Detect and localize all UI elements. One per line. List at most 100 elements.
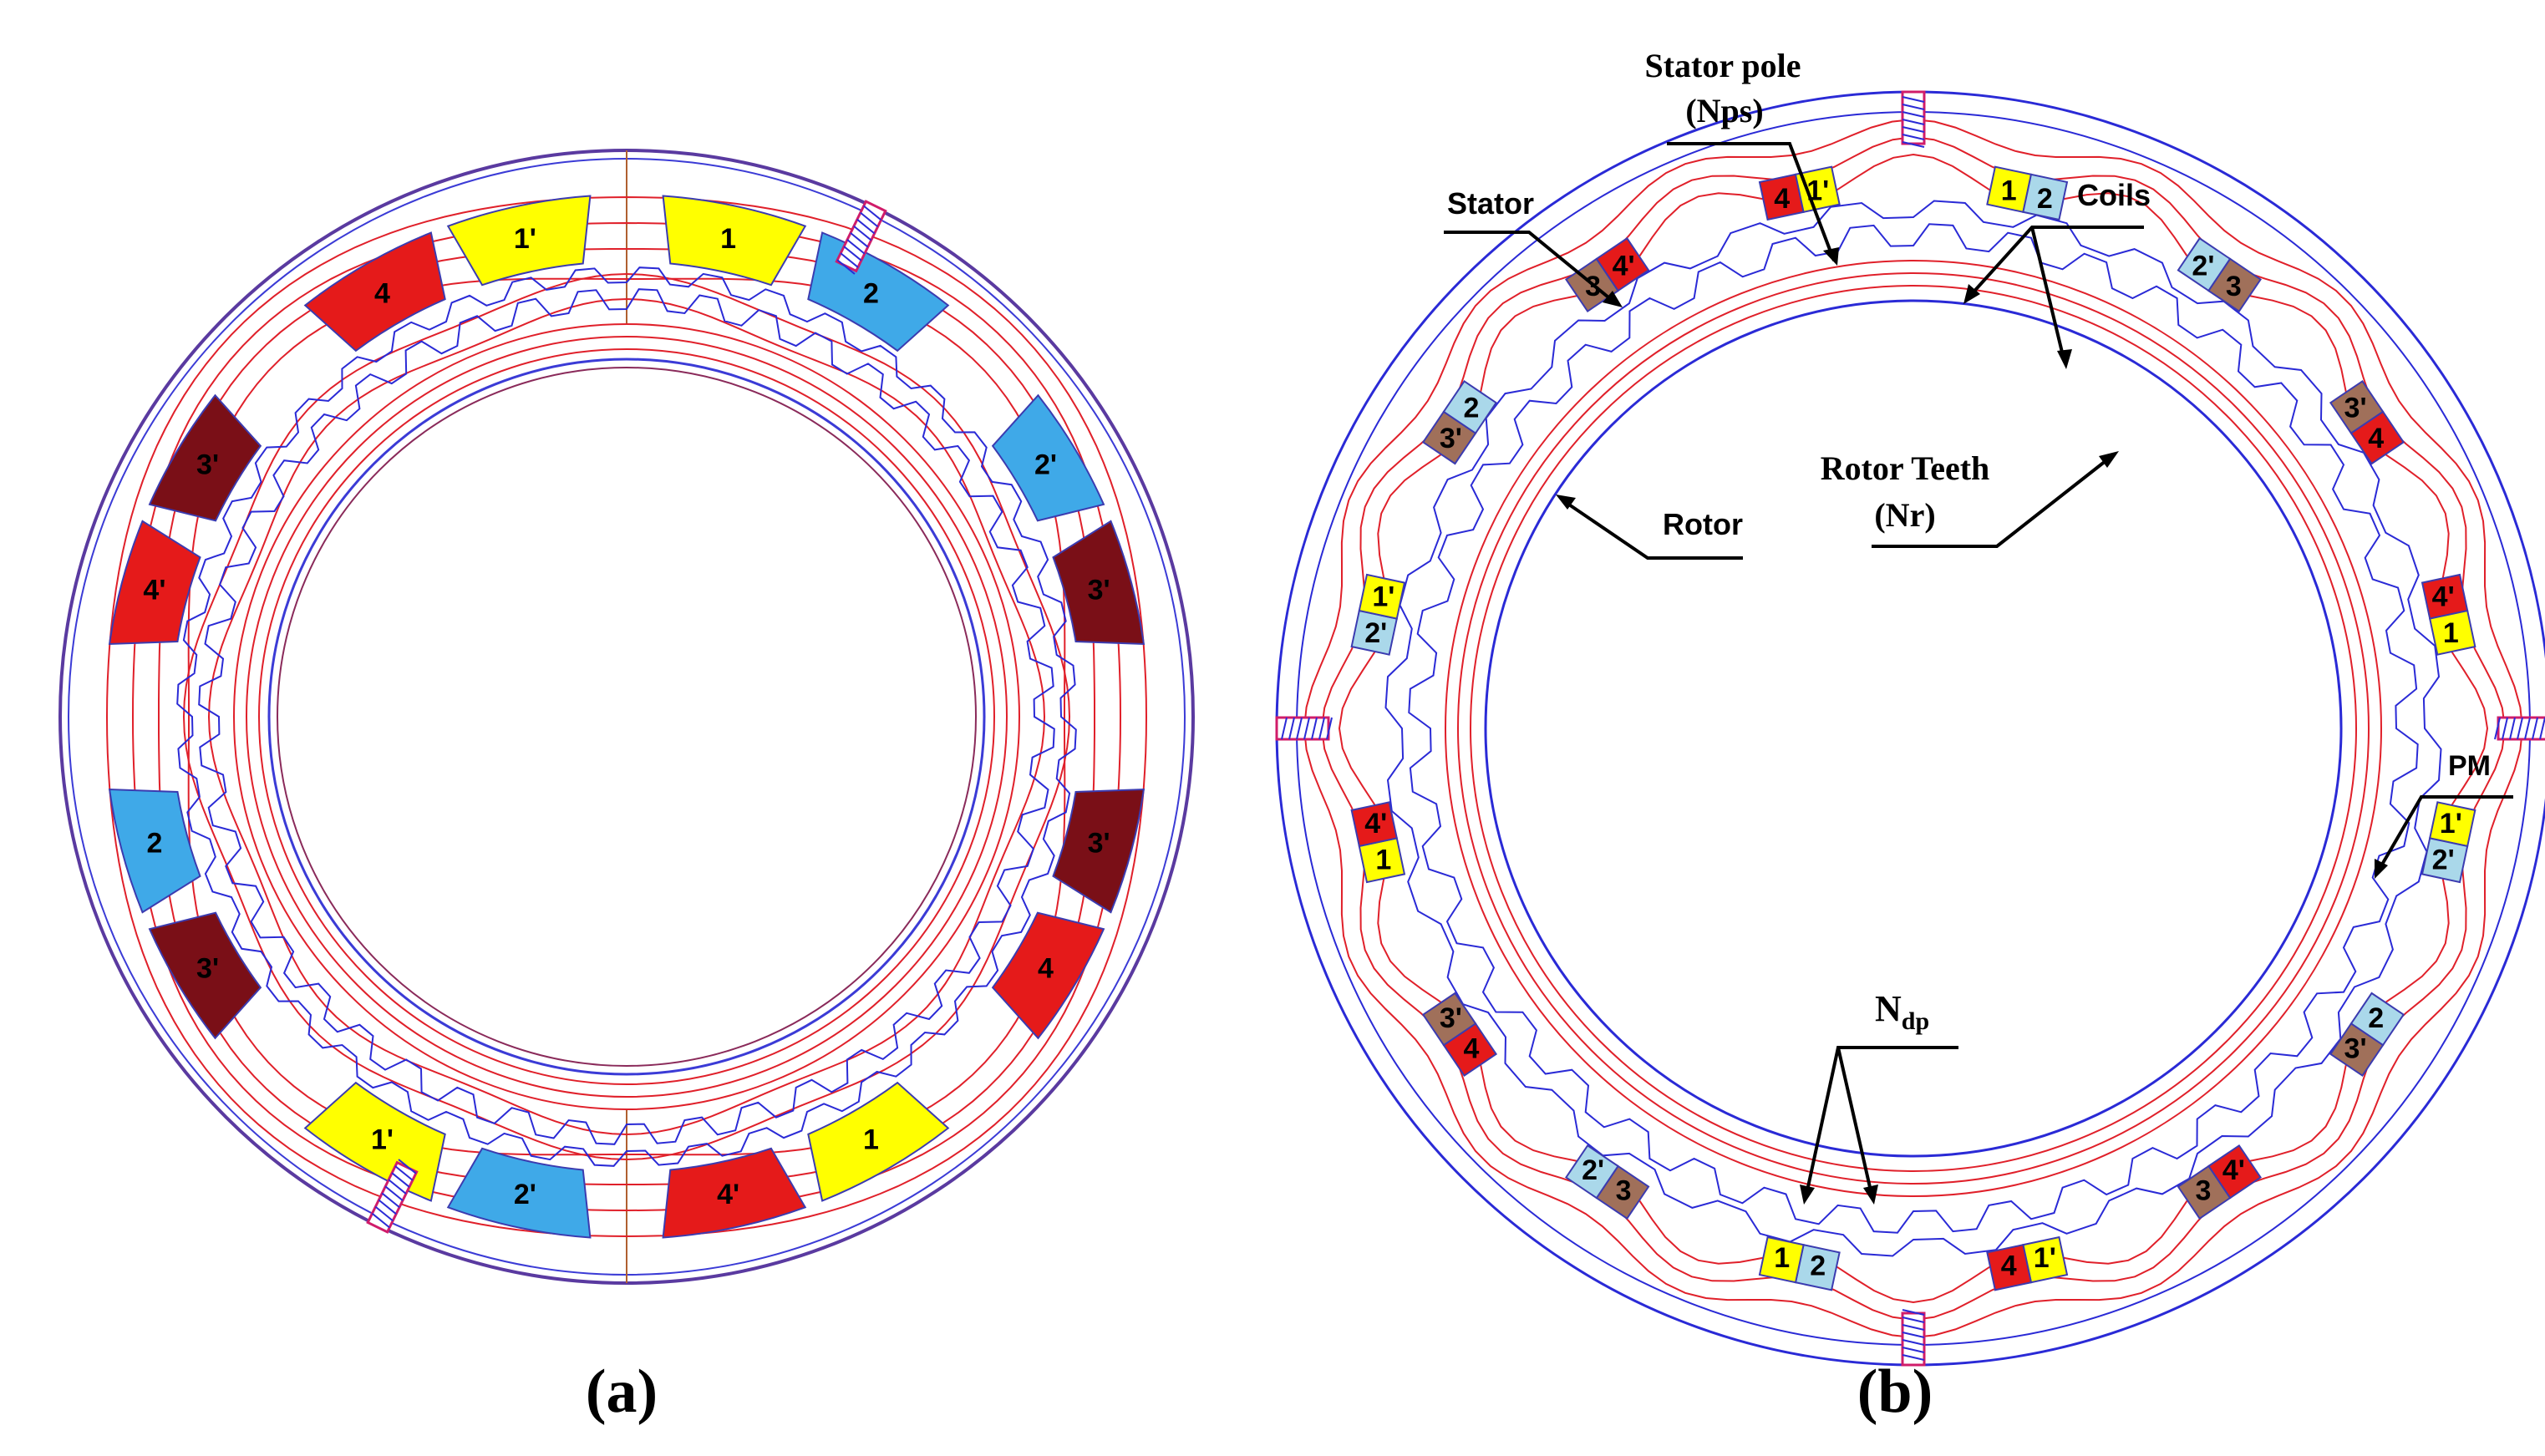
coil-b-4-label-a: 4' (2432, 581, 2455, 613)
coil-a-label-13: 2 (146, 827, 162, 859)
flux-line-outer (131, 221, 1122, 1212)
coil-b-0-label-a: 4 (1774, 183, 1790, 215)
ndp-arrow (1805, 1046, 1958, 1195)
panel-a-teeth-outline (176, 266, 1077, 1167)
coil-a-0 (303, 231, 446, 353)
coil-a-7 (991, 911, 1105, 1040)
ndp-arrowhead-left (1800, 1185, 1815, 1205)
coil-a-5 (1052, 520, 1146, 646)
pm-b-top-hatch (1902, 141, 1925, 148)
coil-b-15-b (1595, 236, 1650, 292)
coil-a-label-11: 1' (371, 1124, 394, 1156)
pm-label: PM (2448, 750, 2491, 782)
flux-line-mid (182, 272, 1071, 1161)
coil-b-8-label-b: 4 (2001, 1250, 2017, 1281)
coils-arrowhead-right (2057, 349, 2072, 369)
coil-b-2-b (2207, 257, 2262, 313)
pm-b-left-hatch (1288, 717, 1295, 740)
rotor-teeth-label: Rotor Teeth (1821, 449, 1990, 487)
rotor-teeth-arrowhead (2099, 451, 2119, 468)
coil-b-1-label-a: 1 (2001, 175, 2017, 207)
pm-b-top-hatch (1902, 119, 1925, 125)
pm-b-right-hatch (2532, 717, 2538, 740)
pm-a-bottom-hatch (371, 1212, 390, 1229)
coil-pair-10: 32' (1565, 1144, 1650, 1220)
pm-a-top-hatch (856, 218, 876, 235)
coil-b-3-b (2349, 410, 2405, 465)
rotor-label: Rotor (1663, 507, 1743, 541)
pm-b-right-hatch (2509, 717, 2516, 740)
flux-line-outer (1338, 153, 2489, 1304)
coil-a-2 (662, 195, 807, 287)
panel-a-permanent-magnets (366, 200, 887, 1234)
coil-a-label-7: 4 (1038, 952, 1054, 984)
rotor-teeth-sub-label: (Nr) (1874, 496, 1935, 534)
pm-a-bottom (366, 1159, 419, 1234)
panel-a-coils: 41'122'3'3'414'2'1'3'24'3' (108, 195, 1146, 1239)
coil-b-5-b (2421, 837, 2469, 884)
panel-b-stator (1275, 90, 2545, 1367)
pm-arrow (2378, 795, 2513, 870)
panel-b-permanent-magnets (1275, 90, 2545, 1367)
pm-b-left-hatch (1303, 717, 1310, 740)
coil-a-label-6: 3' (1088, 827, 1110, 859)
pm-b-top-hatch (1902, 111, 1925, 118)
coil-b-11-b (1421, 992, 1477, 1047)
coil-a-label-0: 4 (374, 277, 390, 309)
coil-b-7-label-b: 3 (2195, 1175, 2211, 1207)
pm-a-bottom-hatch (384, 1185, 404, 1201)
panel-a-caption: (a) (586, 1357, 658, 1426)
ndp-arrowhead-right (1863, 1185, 1878, 1205)
flux-line-inner (1457, 272, 2370, 1185)
pm-a-bottom-hatch (374, 1205, 394, 1222)
flux-line-outer (1303, 118, 2524, 1339)
coil-b-8-b (1986, 1244, 2033, 1291)
rotor-inner-edge (267, 358, 986, 1076)
pm-b-left-hatch (1318, 717, 1325, 740)
stator-pole-arrowhead (1823, 247, 1839, 266)
coil-pair-5: 1'2' (2421, 801, 2476, 884)
flux-line-inner (246, 336, 1008, 1098)
pm-b-right (2494, 716, 2545, 741)
coil-pair-13: 2'1' (1350, 573, 1406, 656)
flux-line-inner (258, 348, 995, 1085)
coil-pair-6: 23' (2329, 992, 2405, 1077)
coil-pair-4: 4'1 (2421, 573, 2476, 656)
coil-b-0-b (1794, 165, 1841, 213)
pm-a-top (835, 200, 887, 275)
coil-b-7-b (2177, 1164, 2232, 1220)
coil-pair-14: 3'2 (1421, 380, 1498, 465)
pm-b-left-hatch (1296, 717, 1303, 740)
coil-a-label-4: 2' (1034, 449, 1057, 481)
stator-pole-arrow (1667, 142, 1836, 261)
stator-pole-label: Stator pole (1644, 47, 1801, 84)
coil-b-4-label-b: 1 (2443, 617, 2459, 649)
coil-b-9-label-b: 1 (1774, 1242, 1790, 1274)
outer-stator-edge (1275, 90, 2545, 1367)
rotor-teeth-outline (198, 288, 1055, 1145)
coil-b-13-label-b: 1' (1372, 581, 1394, 613)
coil-a-label-3: 2 (863, 277, 879, 309)
panel-b-flux-lines (1303, 118, 2524, 1339)
coil-b-10-label-b: 2' (1582, 1154, 1604, 1186)
outer-stator-edge-inner (1296, 111, 2531, 1346)
coil-a-12 (148, 911, 262, 1040)
coil-a-label-12: 3' (196, 952, 219, 984)
flux-line-inner (1470, 285, 2357, 1172)
coil-b-12-label-a: 1 (1375, 844, 1391, 875)
panel-a-machine-cross-section: 41'122'3'3'414'2'1'3'24'3' (58, 149, 1195, 1285)
coil-b-3-label-b: 4 (2368, 423, 2384, 454)
panel-b-annotations: Stator pole (Nps) Stator Coils Rotor Tee… (1444, 47, 2513, 1205)
rotor-arrow (1562, 500, 1743, 560)
pm-a-top-hatch (836, 259, 856, 275)
pm-a-top-hatch (863, 205, 882, 221)
pm-b-left (1275, 716, 1333, 741)
pm-b-top-hatch (1902, 134, 1925, 140)
coil-b-13-label-a: 2' (1364, 617, 1387, 649)
coil-b-0-label-b: 1' (1806, 175, 1829, 207)
coil-a-6 (1052, 788, 1146, 914)
pm-b-bottom-hatch (1902, 1332, 1925, 1338)
pm-b-right-hatch (2502, 717, 2508, 740)
